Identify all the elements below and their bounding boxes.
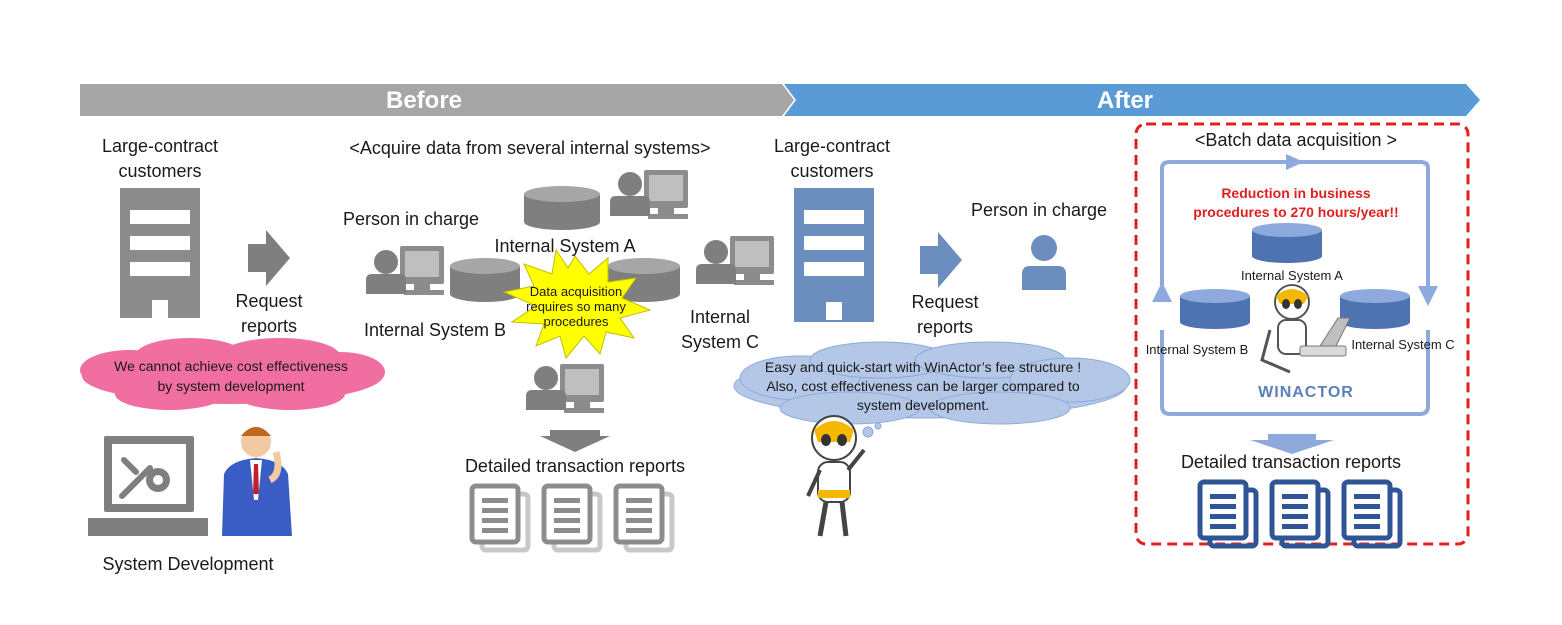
after-request-label: Request reports: [911, 292, 979, 337]
request-arrow-gray-icon: [248, 230, 290, 286]
loop-arrow-head-left-icon: [1152, 282, 1172, 302]
pink-cloud-shape: [80, 338, 385, 410]
after-reports-label: Detailed transaction reports: [1180, 452, 1402, 472]
burst-text: Data acquisition requires so many proced…: [526, 284, 626, 329]
internal-system-a-db-icon: [524, 186, 600, 230]
reports-gray-icons: [472, 486, 672, 550]
before-customers-label: Large-contract customers: [101, 136, 219, 181]
robot-mascot-illustration: [806, 415, 866, 537]
before-internal-system-c-label: Internal System C: [680, 307, 759, 352]
blue-cloud-shape: [733, 341, 1131, 438]
after-internal-system-a-label: Internal System A: [1241, 268, 1343, 283]
person-pc-c-icon: [696, 236, 774, 285]
before-banner: [80, 84, 794, 116]
after-banner-label: After: [1097, 87, 1154, 114]
customers-building-blue-icon: [794, 188, 874, 322]
batch-title: <Batch data acquisition >: [1194, 130, 1398, 150]
winactor-logo: WINACTOR: [1258, 384, 1354, 401]
after-internal-system-c-label: Internal System C: [1351, 337, 1455, 352]
loop-arrow-head-right-icon: [1418, 286, 1438, 306]
before-reports-label: Detailed transaction reports: [464, 456, 686, 476]
businessman-illustration: [222, 427, 292, 536]
system-development-computer-icon: [88, 436, 208, 536]
after-banner: [784, 84, 1480, 116]
acquire-data-title: <Acquire data from several internal syst…: [349, 138, 711, 158]
before-internal-system-a-label: Internal System A: [494, 236, 636, 256]
robot-laptop-illustration: [1260, 284, 1351, 374]
down-arrow-gray-icon: [540, 430, 610, 452]
before-internal-system-b-label: Internal System B: [363, 320, 507, 340]
reduction-text: Reduction in business procedures to 270 …: [1193, 185, 1399, 220]
person-pc-b-icon: [366, 246, 444, 295]
after-db-a-icon: [1252, 223, 1322, 263]
reports-blue-icons: [1200, 482, 1400, 546]
before-banner-label: Before: [386, 87, 463, 114]
before-request-label: Request reports: [235, 291, 303, 336]
person-pc-top-icon: [610, 170, 688, 219]
after-internal-system-b-label: Internal System B: [1145, 342, 1249, 357]
after-db-b-icon: [1180, 289, 1250, 329]
after-db-c-icon: [1340, 289, 1410, 329]
person-blue-icon: [1022, 235, 1066, 290]
yellow-burst-shape: [502, 248, 652, 360]
after-customers-label: Large-contract customers: [773, 136, 891, 181]
system-development-label: System Development: [102, 554, 274, 574]
person-pc-bottom-icon: [526, 364, 604, 413]
before-person-in-charge-label: Person in charge: [342, 209, 480, 229]
customers-building-gray-icon: [120, 188, 200, 318]
blue-cloud-text: Easy and quick-start with WinActor’s fee…: [764, 359, 1082, 413]
pink-cloud-text: We cannot achieve cost effectiveness by …: [114, 358, 348, 394]
after-person-in-charge-label: Person in charge: [970, 200, 1108, 220]
loop-arrow-head-top-icon: [1286, 154, 1304, 170]
internal-system-b-db-icon: [450, 258, 520, 302]
request-arrow-blue-icon: [920, 232, 962, 288]
down-arrow-blue-icon: [1250, 434, 1334, 454]
